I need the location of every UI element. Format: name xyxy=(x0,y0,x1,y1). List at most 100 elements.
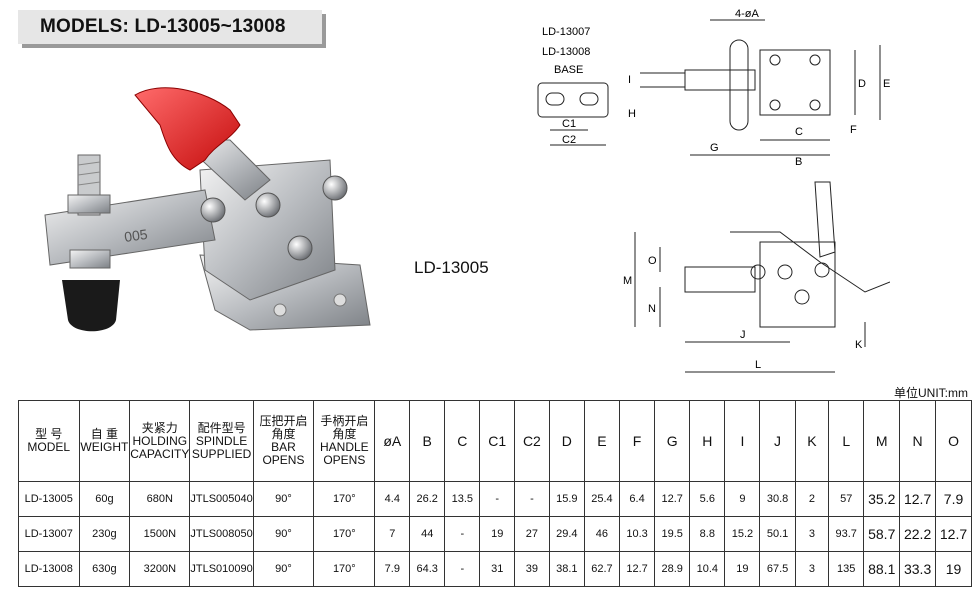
side-view-drawing: M O N J L K xyxy=(623,181,890,373)
table-cell: 630g xyxy=(78,551,131,587)
column-header: C2 xyxy=(514,400,550,482)
table-cell: - xyxy=(444,516,481,552)
table-cell: 58.7 xyxy=(863,516,901,552)
table-cell: 28.9 xyxy=(654,551,691,587)
table-cell: 19 xyxy=(724,551,761,587)
table-cell: JTLS005040 xyxy=(189,481,254,517)
dim-h: H xyxy=(628,108,636,120)
table-cell: - xyxy=(444,551,481,587)
base-label: BASE xyxy=(554,64,583,76)
table-cell: 1500N xyxy=(129,516,191,552)
column-header: 手柄开启 角度 HANDLE OPENS xyxy=(313,400,376,482)
column-header: 配件型号 SPINDLE SUPPLIED xyxy=(189,400,254,482)
table-cell: 67.5 xyxy=(759,551,796,587)
unit-note: 单位UNIT:mm xyxy=(894,386,968,400)
column-header: H xyxy=(689,400,726,482)
table-cell: 170° xyxy=(313,551,376,587)
photo-caption: LD-13005 xyxy=(414,258,489,277)
table-cell: 90° xyxy=(252,551,315,587)
dim-l: L xyxy=(755,359,761,371)
table-cell: 2 xyxy=(794,481,830,517)
base-model-1: LD-13007 xyxy=(542,26,590,38)
table-cell: 60g xyxy=(78,481,131,517)
table-cell: 57 xyxy=(828,481,865,517)
table-cell: 6.4 xyxy=(618,481,656,517)
dim-m: M xyxy=(623,275,632,287)
table-cell: 25.4 xyxy=(583,481,620,517)
hole-label: 4-øA xyxy=(735,8,760,20)
table-cell: JTLS010090 xyxy=(189,551,254,587)
table-cell: 170° xyxy=(313,516,376,552)
base-model-2: LD-13008 xyxy=(542,46,590,58)
table-cell: 38.1 xyxy=(548,551,585,587)
table-cell: 30.8 xyxy=(759,481,796,517)
column-header: E xyxy=(583,400,620,482)
column-header: G xyxy=(654,400,691,482)
table-cell: 39 xyxy=(514,551,550,587)
table-cell: 13.5 xyxy=(444,481,481,517)
title-banner: MODELS: LD-13005~13008 xyxy=(18,10,322,44)
table-cell: 10.4 xyxy=(689,551,726,587)
dim-d: D xyxy=(858,78,866,90)
table-cell: 12.7 xyxy=(899,481,937,517)
table-cell: 10.3 xyxy=(618,516,656,552)
column-header: 自 重 WEIGHT xyxy=(78,400,131,482)
dim-k: K xyxy=(855,339,863,351)
column-header: O xyxy=(935,400,972,482)
column-header: N xyxy=(899,400,937,482)
page-title: MODELS: LD-13005~13008 xyxy=(40,16,286,37)
dim-c2: C2 xyxy=(562,134,576,146)
table-cell: 90° xyxy=(252,481,315,517)
table-cell: 9 xyxy=(724,481,761,517)
column-header: 夹紧力 HOLDING CAPACITY xyxy=(129,400,191,482)
column-header: K xyxy=(794,400,830,482)
dim-o: O xyxy=(648,255,657,267)
dim-c: C xyxy=(795,126,803,138)
dim-b: B xyxy=(795,156,802,165)
table-cell: 44 xyxy=(409,516,446,552)
column-header: M xyxy=(863,400,901,482)
column-header: øA xyxy=(374,400,411,482)
table-cell: 26.2 xyxy=(409,481,446,517)
product-photo: 005 xyxy=(44,87,371,332)
table-cell: 680N xyxy=(129,481,191,517)
table-cell: 33.3 xyxy=(899,551,937,587)
top-view-drawing: LD-13007 LD-13008 BASE 4-øA C1 C2 G C B … xyxy=(537,8,890,165)
table-cell: 46 xyxy=(583,516,620,552)
table-cell: 15.9 xyxy=(548,481,585,517)
table-cell: 15.2 xyxy=(724,516,761,552)
table-cell: 4.4 xyxy=(374,481,411,517)
column-header: C xyxy=(444,400,481,482)
table-cell: 3 xyxy=(794,551,830,587)
dim-e: E xyxy=(883,78,890,90)
column-header: I xyxy=(724,400,761,482)
table-cell: 170° xyxy=(313,481,376,517)
table-cell: 230g xyxy=(78,516,131,552)
table-cell: 8.8 xyxy=(689,516,726,552)
table-cell: LD-13008 xyxy=(18,551,80,587)
table-cell: 5.6 xyxy=(689,481,726,517)
table-cell: 19 xyxy=(935,551,972,587)
column-header: 型 号 MODEL xyxy=(18,400,80,482)
table-cell: - xyxy=(479,481,516,517)
table-cell: 12.7 xyxy=(935,516,972,552)
table-cell: LD-13007 xyxy=(18,516,80,552)
table-cell: 19 xyxy=(479,516,516,552)
table-cell: 19.5 xyxy=(654,516,691,552)
table-cell: 35.2 xyxy=(863,481,901,517)
column-header: B xyxy=(409,400,446,482)
table-cell: 31 xyxy=(479,551,516,587)
table-cell: JTLS008050 xyxy=(189,516,254,552)
table-cell: 7.9 xyxy=(374,551,411,587)
table-cell: 90° xyxy=(252,516,315,552)
table-cell: 62.7 xyxy=(583,551,620,587)
column-header: F xyxy=(618,400,656,482)
table-cell: 22.2 xyxy=(899,516,937,552)
dim-g: G xyxy=(710,142,719,154)
dim-j: J xyxy=(740,329,746,341)
dim-c1: C1 xyxy=(562,118,576,130)
column-header: J xyxy=(759,400,796,482)
